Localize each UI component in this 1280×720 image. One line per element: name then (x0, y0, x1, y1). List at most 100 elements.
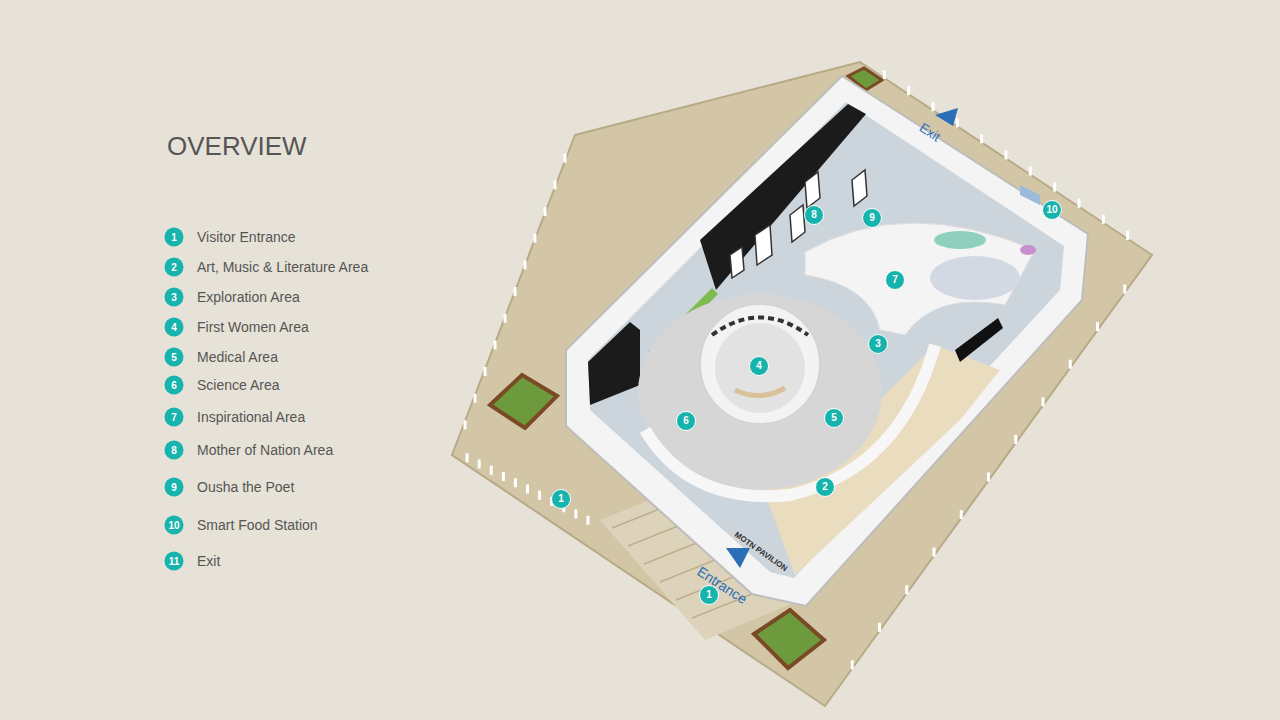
legend-number: 9 (171, 482, 177, 492)
callout-number: 2 (822, 482, 828, 492)
railing-post (1126, 231, 1129, 240)
legend-text: Exploration Area (197, 289, 300, 305)
exit-label: Exit (917, 120, 943, 144)
dark-wall (588, 322, 640, 405)
railing-post (544, 207, 547, 216)
legend-swatch: 7 (165, 408, 184, 427)
legend-number: 3 (171, 292, 177, 302)
legend-text: Mother of Nation Area (197, 442, 333, 458)
legend-swatch: 9 (165, 478, 184, 497)
callout-circle: 8 (804, 205, 824, 225)
entrance-arrow (726, 548, 750, 568)
legend-number: 1 (171, 232, 177, 242)
counter (955, 318, 1003, 362)
railing-post (514, 287, 517, 296)
railing-post (932, 102, 935, 111)
railing-post (1102, 215, 1105, 224)
legend-text: Ousha the Poet (197, 479, 294, 495)
callout-number: 9 (869, 213, 875, 223)
railing-post (1005, 151, 1008, 160)
railing-post (494, 340, 497, 349)
railing-post (1123, 285, 1126, 294)
railing-posts (464, 70, 1130, 669)
legend-text: Art, Music & Literature Area (197, 259, 368, 275)
drum-inner (715, 323, 805, 413)
railing-post (538, 491, 541, 500)
booth (805, 172, 820, 208)
booths (730, 170, 867, 278)
legend-text: Smart Food Station (197, 517, 318, 533)
railing-post (1042, 397, 1045, 406)
railing-post (851, 660, 854, 669)
callout-number: 8 (811, 210, 817, 220)
railing-post (1096, 322, 1099, 331)
callout-number: 3 (875, 339, 881, 349)
callout-number: 1 (558, 494, 564, 504)
legend-swatch: 6 (165, 376, 184, 395)
railing-post (474, 394, 477, 403)
colour-blob (934, 231, 986, 249)
booth (730, 247, 744, 278)
railing-post (980, 134, 983, 143)
railing-post (905, 585, 908, 594)
building-walls (566, 76, 1088, 606)
railing-post (478, 460, 481, 469)
railing-post (504, 314, 507, 323)
bench (735, 388, 785, 396)
booth (790, 205, 805, 242)
callout-number: 7 (892, 275, 898, 285)
railing-post (502, 472, 505, 481)
callout-circle: 4 (749, 356, 769, 376)
deck (452, 62, 1152, 706)
booth (852, 170, 867, 206)
railing-post (564, 154, 567, 163)
colour-blob (1020, 245, 1036, 255)
callout-number: 10 (1046, 205, 1057, 215)
railing-post (907, 86, 910, 95)
booth (755, 225, 772, 265)
legend-swatch: 4 (165, 318, 184, 337)
legend-text: Exit (197, 553, 220, 569)
legend-swatch: 8 (165, 441, 184, 460)
railing-post (1053, 183, 1056, 192)
legend-number: 11 (169, 556, 180, 566)
legend-number: 4 (171, 322, 177, 332)
railing-post (1029, 167, 1032, 176)
drum (700, 304, 820, 424)
callout-circle: 10 (1042, 200, 1062, 220)
railing-post (586, 516, 589, 525)
legend-swatch: 11 (165, 552, 184, 571)
railing-post (514, 478, 517, 487)
callout-number: 4 (756, 361, 762, 371)
exit-arrow (935, 108, 958, 126)
railing-post (534, 234, 537, 243)
railing-post (574, 510, 577, 519)
legend-text: Medical Area (197, 349, 278, 365)
legend-swatch: 1 (165, 228, 184, 247)
legend-text: First Women Area (197, 319, 309, 335)
legend-swatch: 10 (165, 516, 184, 535)
railing-post (878, 623, 881, 632)
callout-circle: 3 (868, 334, 888, 354)
callout-circle: 6 (676, 411, 696, 431)
railing-post (956, 118, 959, 127)
railing-post (524, 260, 527, 269)
callout-circle: 9 (862, 208, 882, 228)
railing-post (1014, 435, 1017, 444)
railing-post (526, 485, 529, 494)
railing-post (987, 473, 990, 482)
callout-circle: 2 (815, 477, 835, 497)
legend-number: 7 (171, 412, 177, 422)
inspirational-floor (805, 223, 1035, 335)
railing-post (554, 180, 557, 189)
legend-number: 8 (171, 445, 177, 455)
legend-text: Science Area (197, 377, 280, 393)
legend-number: 2 (171, 262, 177, 272)
callout-number: 5 (831, 413, 837, 423)
callout-number: 1 (706, 590, 712, 600)
railing-post (1078, 199, 1081, 208)
railing-post (464, 420, 467, 429)
railing-post (933, 548, 936, 557)
